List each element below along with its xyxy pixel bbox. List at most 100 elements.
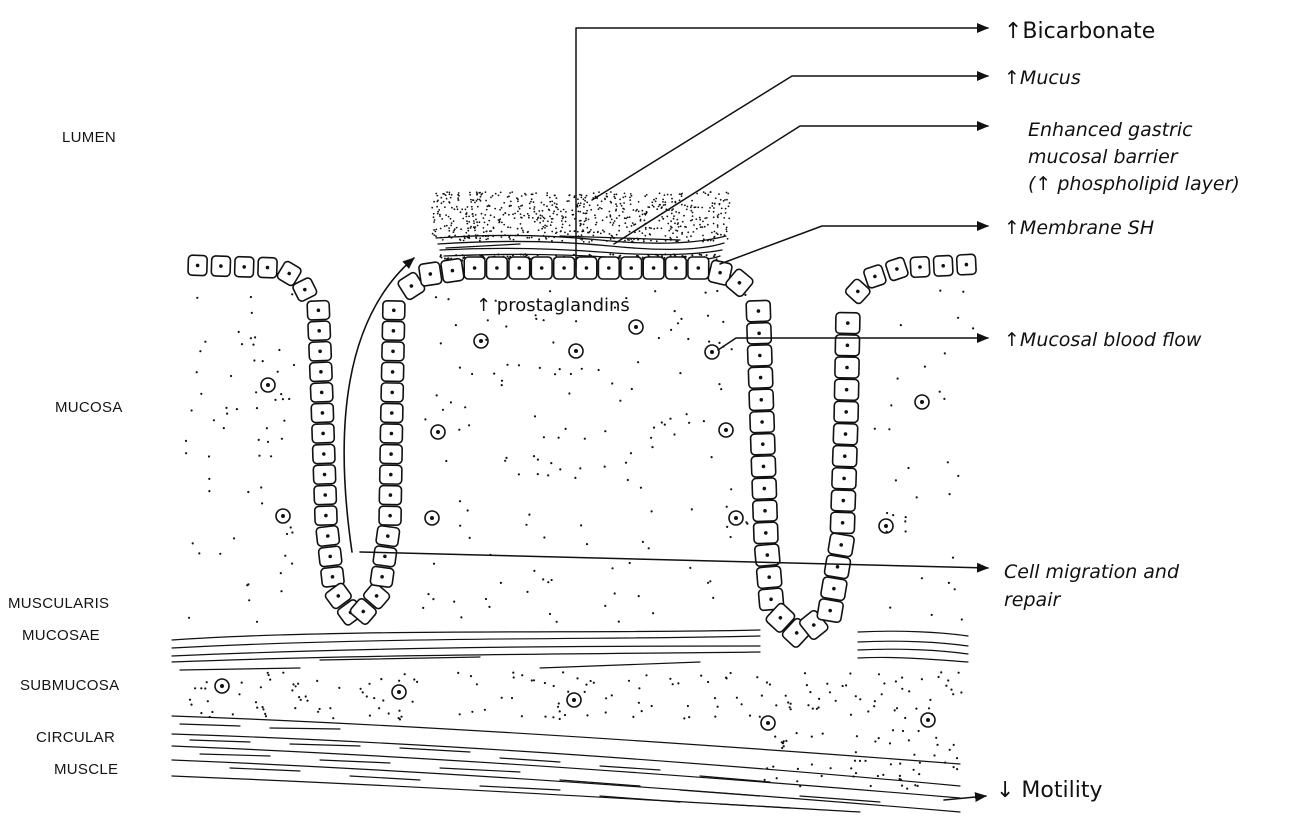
mucus-dot <box>499 221 501 223</box>
mucus-dot <box>614 194 616 196</box>
mucus-dot <box>616 234 618 236</box>
stipple-dot <box>553 685 555 687</box>
mucus-dot <box>476 191 478 193</box>
stipple-dot <box>901 688 903 690</box>
mucus-dot <box>653 199 655 201</box>
stipple-dot <box>718 383 720 385</box>
mucus-dot <box>673 218 675 220</box>
mucus-dot <box>433 213 435 215</box>
mucus-dot <box>581 197 583 199</box>
stipple-dot <box>277 371 279 373</box>
mucus-dot <box>585 217 587 219</box>
stipple-dot <box>468 424 470 426</box>
stipple-dot <box>274 399 276 401</box>
stipple-dot <box>640 487 642 489</box>
mucus-dot <box>543 204 545 206</box>
mucus-dot <box>544 232 546 234</box>
mucus-dot <box>433 216 435 218</box>
stipple-dot <box>537 473 539 475</box>
stipple-dot <box>567 691 569 693</box>
mucus-dot <box>486 209 488 211</box>
mucus-dot <box>509 238 511 240</box>
stipple-dot <box>329 707 331 709</box>
stipple-dot <box>855 772 857 774</box>
mucus-dot <box>579 194 581 196</box>
mucus-dot <box>445 214 447 216</box>
mucus-dot <box>699 217 701 219</box>
epithelial-cell <box>832 445 857 467</box>
stipple-dot <box>470 675 472 677</box>
mucus-dot <box>656 240 658 242</box>
mucus-dot <box>577 231 579 233</box>
stipple-dot <box>783 745 785 747</box>
mucus-dot <box>710 191 712 193</box>
epithelial-cell <box>910 257 930 278</box>
stipple-dot <box>619 400 621 402</box>
stipple-dot <box>785 695 787 697</box>
stipple-dot <box>559 718 561 720</box>
mucus-dot <box>620 203 622 205</box>
mucus-dot <box>535 192 537 194</box>
mucus-dot <box>614 220 616 222</box>
mucus-dot <box>517 200 519 202</box>
mucus-dot <box>713 216 715 218</box>
stipple-dot <box>554 373 556 375</box>
stipple-dot <box>674 310 676 312</box>
mucus-dot <box>446 225 448 227</box>
stipple-dot <box>547 581 549 583</box>
stipple-dot <box>957 317 959 319</box>
mucus-dot <box>627 239 629 241</box>
stipple-dot <box>940 671 942 673</box>
label-mucosae: MUCOSAE <box>22 627 100 644</box>
mucus-dot <box>536 219 538 221</box>
stipple-dot <box>460 616 462 618</box>
stipple-dot <box>501 380 503 382</box>
mucus-dot <box>551 204 553 206</box>
mucus-dot <box>555 228 557 230</box>
stipple-dot <box>294 707 296 709</box>
mucus-dot <box>503 202 505 204</box>
mucus-dot <box>693 231 695 233</box>
mucus-dot <box>590 209 592 211</box>
stipple-dot <box>929 699 931 701</box>
epithelial-cell <box>379 486 401 505</box>
stipple-dot <box>568 392 570 394</box>
stipple-dot <box>552 341 554 343</box>
stipple-dot <box>745 521 747 523</box>
stipple-dot <box>714 697 716 699</box>
stipple-dot <box>200 393 202 395</box>
epithelial-cell <box>756 566 782 589</box>
stipple-dot <box>629 562 631 564</box>
stipple-dot <box>278 349 280 351</box>
stipple-dot <box>892 729 894 731</box>
stipple-dot <box>654 290 656 292</box>
mucus-dot <box>480 196 482 198</box>
mucus-dot <box>466 213 468 215</box>
stipple-dot <box>889 607 891 609</box>
stipple-dot <box>864 760 866 762</box>
stipple-dot <box>204 341 206 343</box>
stipple-dot <box>188 617 190 619</box>
stipple-dot <box>618 621 620 623</box>
epithelial-cell <box>315 506 338 526</box>
stipple-dot <box>531 679 533 681</box>
mucus-dot <box>565 221 567 223</box>
mucus-dot <box>561 227 563 229</box>
stipple-dot <box>282 672 284 674</box>
stipple-dot <box>651 705 653 707</box>
epithelial-cell <box>373 546 397 568</box>
mucus-dot <box>726 192 728 194</box>
stipple-dot <box>199 350 201 352</box>
stipple-dot <box>300 699 302 701</box>
stipple-dot <box>241 682 243 684</box>
stipple-dot <box>749 715 751 717</box>
stipple-dot <box>586 714 588 716</box>
mucus-dot <box>630 203 632 205</box>
mucus-dot <box>501 231 503 233</box>
stipple-dot <box>552 716 554 718</box>
mucus-dot <box>504 212 506 214</box>
mucus-dot <box>609 253 611 255</box>
stipple-dot <box>258 455 260 457</box>
mucus-dot <box>583 212 585 214</box>
mucus-dot <box>561 215 563 217</box>
